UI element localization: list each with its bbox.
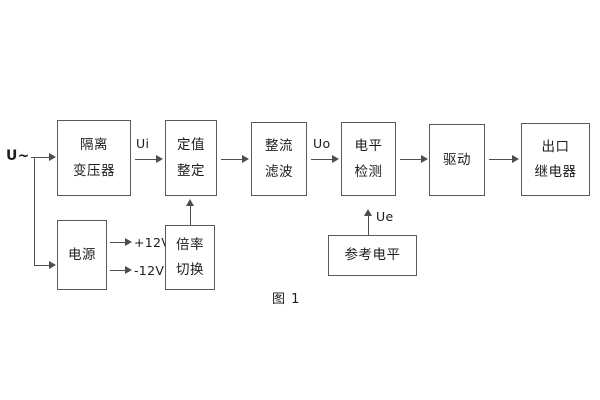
multiplier-to-setting-arrow-icon bbox=[186, 199, 194, 206]
signal-label-ui: Ui bbox=[136, 136, 150, 151]
figure-caption: 图 1 bbox=[272, 292, 301, 307]
reference-to-level-arrow-icon bbox=[364, 209, 372, 216]
block-driver[interactable]: 驱动 bbox=[429, 124, 485, 196]
block-setting-value[interactable]: 定值 整定 bbox=[165, 120, 217, 196]
block-level-detection-line-1: 电平 bbox=[354, 138, 383, 155]
block-multiplier-switch-line-1: 倍率 bbox=[176, 236, 204, 253]
block-power-supply-line-1: 电源 bbox=[68, 246, 96, 263]
block-setting-value-line-1: 定值 bbox=[177, 137, 205, 154]
isolation-to-setting-line bbox=[135, 159, 157, 160]
block-reference-level-line-1: 参考电平 bbox=[344, 247, 401, 264]
isolation-to-setting-arrow-icon bbox=[156, 155, 163, 163]
input-stub-line bbox=[31, 157, 35, 158]
block-rectify-filter-line-1: 整流 bbox=[265, 138, 293, 155]
block-multiplier-switch-line-2: 切换 bbox=[176, 262, 204, 278]
block-level-detection[interactable]: 电平 检测 bbox=[341, 122, 396, 196]
block-reference-level[interactable]: 参考电平 bbox=[328, 235, 417, 276]
branch-to-power-supply-line bbox=[34, 265, 50, 266]
block-output-relay[interactable]: 出口 继电器 bbox=[521, 123, 590, 196]
rail-negative-arrow-icon bbox=[125, 266, 132, 274]
branch-to-power-supply-arrow-icon bbox=[49, 261, 56, 269]
block-multiplier-switch[interactable]: 倍率 切换 bbox=[165, 225, 215, 290]
rail-negative-line bbox=[110, 270, 126, 271]
rail-positive-line bbox=[110, 242, 126, 243]
signal-label-uo: Uo bbox=[313, 136, 331, 151]
block-setting-value-line-2: 整定 bbox=[177, 162, 205, 179]
block-isolation-transformer[interactable]: 隔离 变压器 bbox=[57, 120, 131, 196]
rail-positive-label: +12V bbox=[134, 235, 171, 250]
driver-to-relay-line bbox=[489, 159, 513, 160]
level-to-driver-line bbox=[400, 159, 422, 160]
setting-to-rectify-line bbox=[221, 159, 243, 160]
multiplier-to-setting-line bbox=[190, 206, 191, 225]
block-power-supply[interactable]: 电源 bbox=[57, 220, 107, 290]
block-driver-line-1: 驱动 bbox=[443, 151, 471, 168]
block-rectify-filter[interactable]: 整流 滤波 bbox=[251, 122, 307, 196]
block-isolation-transformer-line-1: 隔离 bbox=[80, 137, 108, 154]
block-isolation-transformer-line-2: 变压器 bbox=[73, 162, 115, 179]
setting-to-rectify-arrow-icon bbox=[242, 155, 249, 163]
level-to-driver-arrow-icon bbox=[421, 155, 428, 163]
block-level-detection-line-2: 检测 bbox=[354, 163, 383, 180]
input-source-label: U~ bbox=[6, 148, 30, 164]
signal-label-ue: Ue bbox=[376, 209, 394, 224]
rectify-to-level-arrow-icon bbox=[332, 155, 339, 163]
block-output-relay-line-2: 继电器 bbox=[534, 164, 577, 180]
input-branch-bus-line bbox=[34, 157, 35, 265]
rail-negative-label: -12V bbox=[134, 263, 165, 278]
rectify-to-level-line bbox=[311, 159, 333, 160]
rail-positive-arrow-icon bbox=[125, 238, 132, 246]
block-rectify-filter-line-2: 滤波 bbox=[265, 163, 293, 180]
branch-to-isolation-transformer-arrow-icon bbox=[49, 153, 56, 161]
block-output-relay-line-1: 出口 bbox=[541, 138, 570, 155]
branch-to-isolation-transformer-line bbox=[34, 157, 50, 158]
reference-to-level-line bbox=[368, 216, 369, 235]
driver-to-relay-arrow-icon bbox=[512, 155, 519, 163]
